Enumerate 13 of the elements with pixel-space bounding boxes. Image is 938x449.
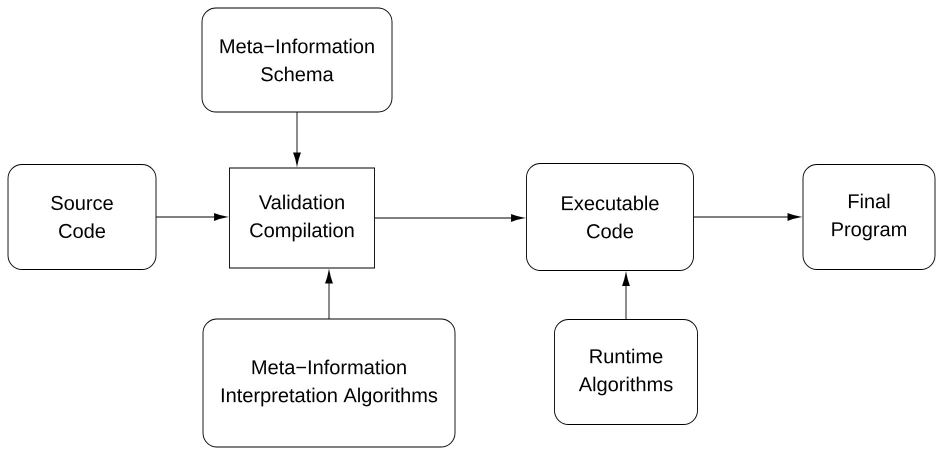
process-box: Meta−Information Interpretation Algorithms <box>202 318 456 448</box>
arrow <box>156 213 227 221</box>
arrow <box>325 270 333 319</box>
arrow <box>374 214 524 222</box>
process-box: Executable Code <box>526 163 694 271</box>
arrow <box>293 112 301 166</box>
arrow <box>694 213 800 221</box>
process-box: Final Program <box>802 164 936 270</box>
process-box: Validation Compilation <box>229 168 375 268</box>
process-box: Meta−Information Schema <box>202 8 392 112</box>
arrow <box>622 273 630 320</box>
process-box: Source Code <box>8 164 156 270</box>
process-box: Runtime Algorithms <box>554 319 698 425</box>
